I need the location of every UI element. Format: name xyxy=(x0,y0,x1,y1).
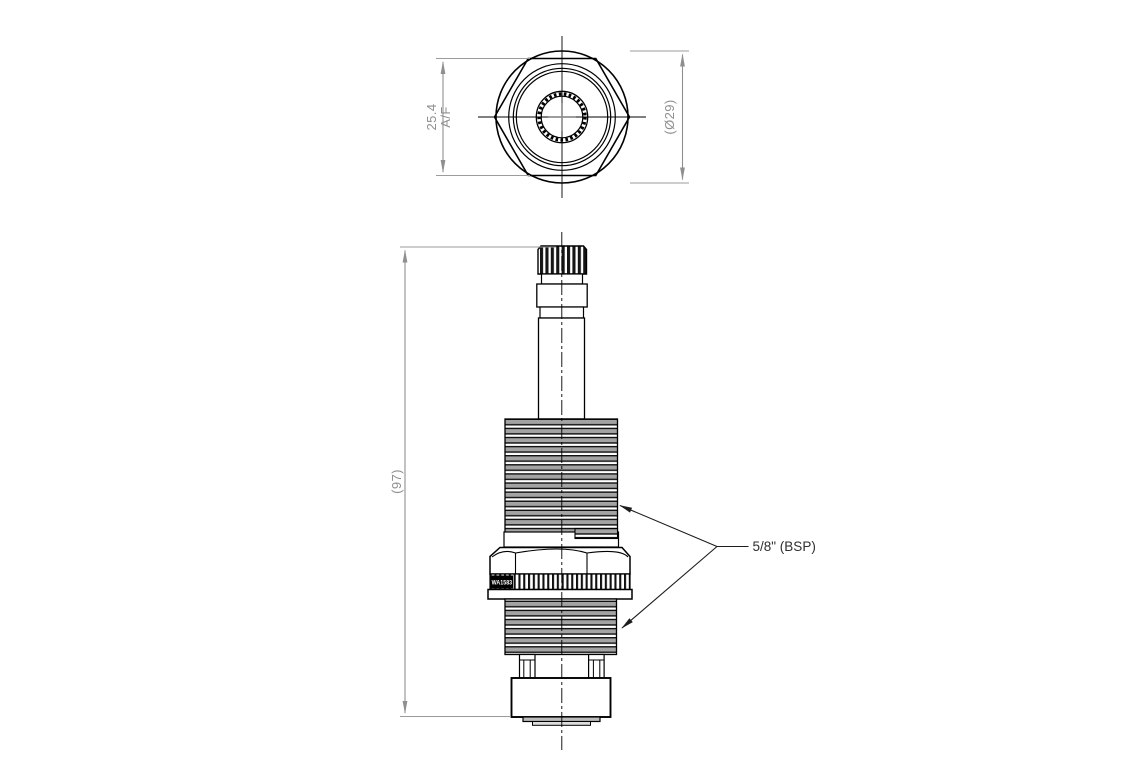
upper-thread-section xyxy=(504,418,619,534)
thread-spec-label: 5/8" (BSP) xyxy=(753,539,816,554)
dimension-label-diameter: (Ø29) xyxy=(662,99,677,134)
left-tab xyxy=(518,653,536,679)
dimension-label-length: (97) xyxy=(389,469,404,494)
dimension-overall-length: (97) xyxy=(389,246,556,717)
right-tab xyxy=(587,653,605,679)
dimension-across-flats: 25.4 A/F xyxy=(424,58,530,176)
leader-line-lower xyxy=(621,546,718,629)
flange-washer xyxy=(487,588,633,600)
thread-runout-notch xyxy=(574,527,619,540)
thread-callout: 5/8" (BSP) xyxy=(619,504,816,629)
dimension-label-af-suffix: A/F xyxy=(438,106,453,127)
lower-thread-section xyxy=(504,598,618,656)
dimension-outer-diameter: (Ø29) xyxy=(630,50,689,184)
hex-chamfer-arcs xyxy=(491,548,629,558)
side-view: WA1583 xyxy=(487,232,633,750)
dimension-label-af-value: 25.4 xyxy=(424,104,439,131)
part-marking-plate xyxy=(490,575,513,589)
top-view xyxy=(478,36,646,198)
leader-line-upper xyxy=(619,504,718,548)
part-marking-text: WA1583 xyxy=(492,580,513,587)
bottom-cap xyxy=(510,677,612,718)
